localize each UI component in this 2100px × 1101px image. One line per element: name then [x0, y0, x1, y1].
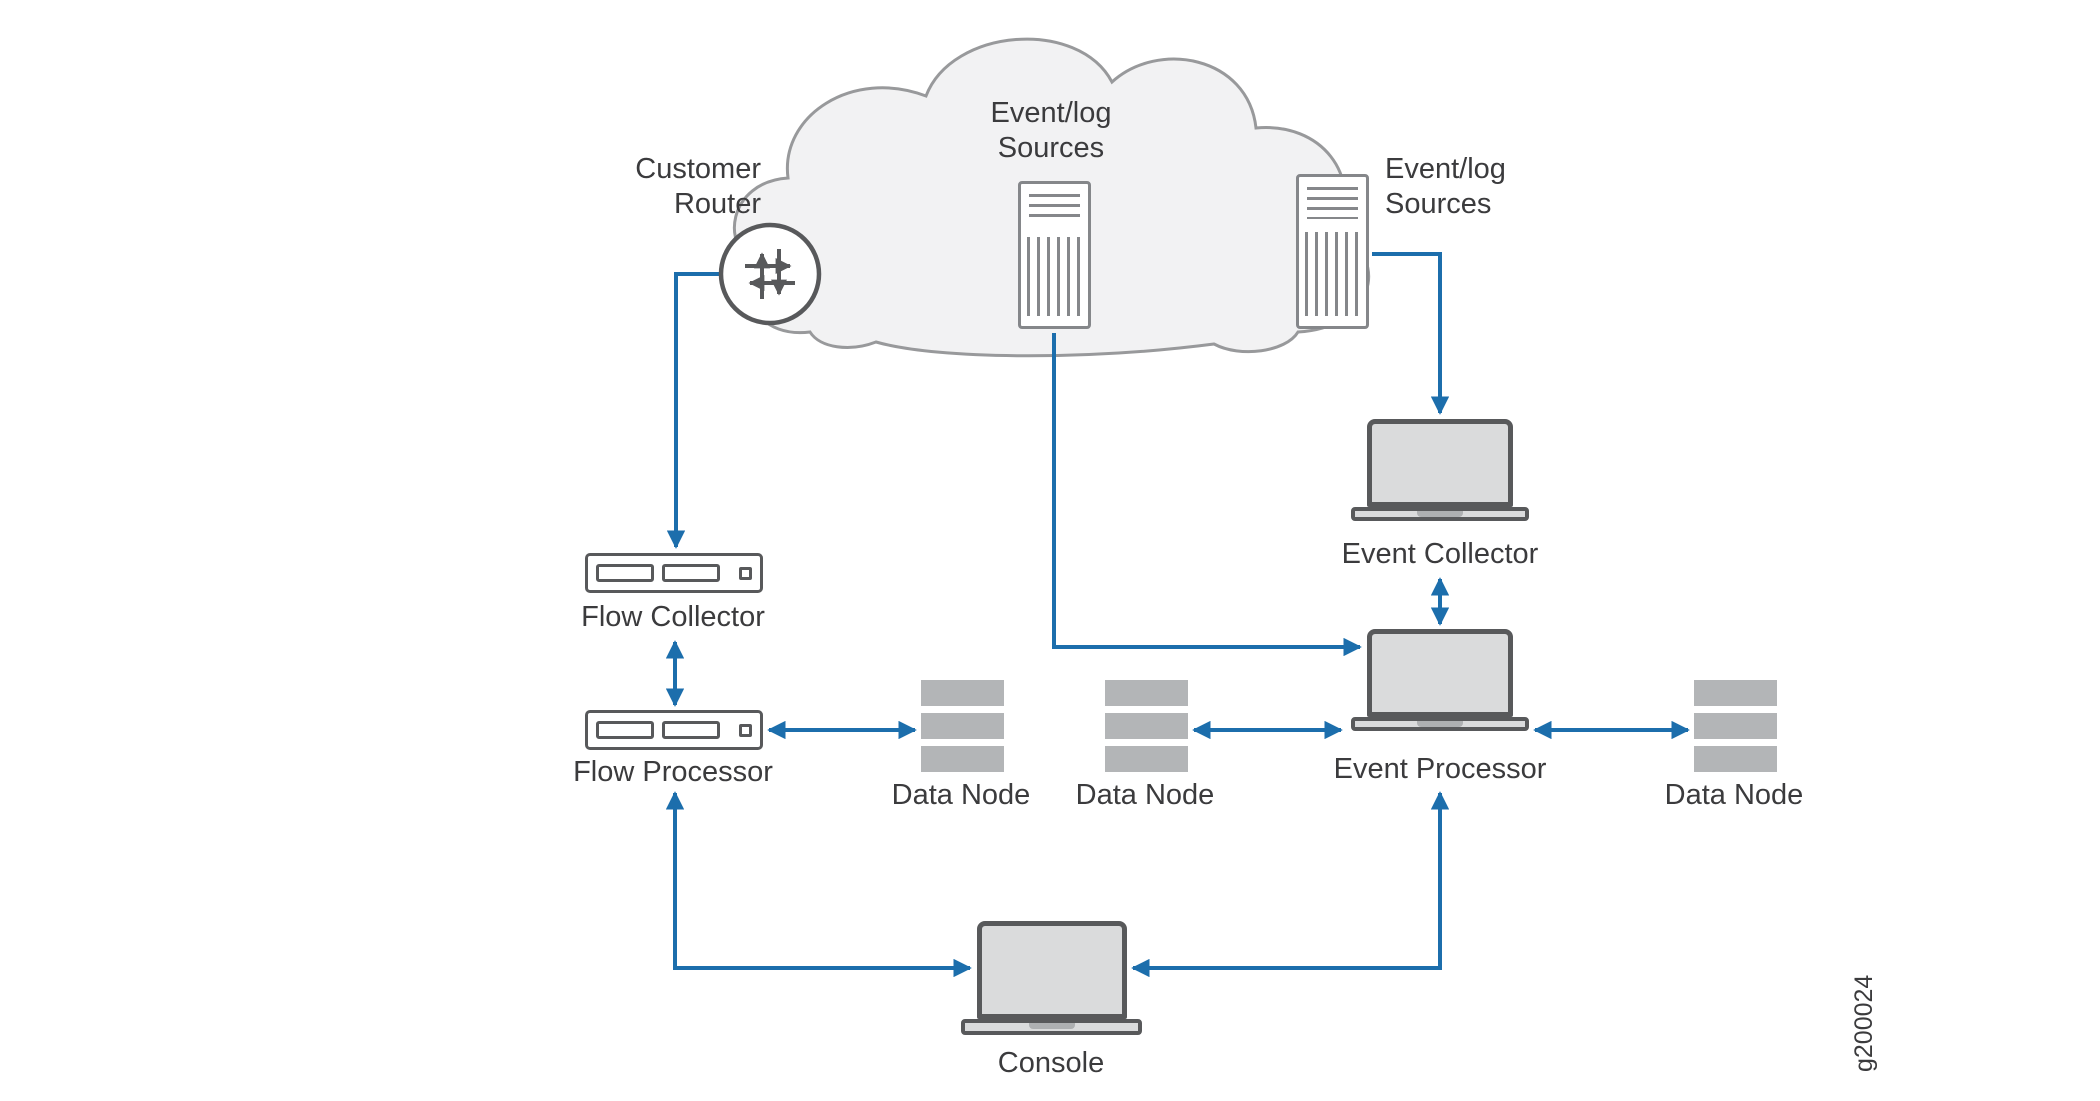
arrow-event-processor-console: [1131, 791, 1450, 978]
arrow-log-source-to-event-processor: [1052, 333, 1362, 657]
laptop-screen: [1367, 419, 1513, 507]
customer-router-label: Customer Router: [635, 153, 761, 221]
server-icon-event-log-sources-right: [1296, 174, 1369, 329]
data-node-bar: [1105, 680, 1188, 706]
data-node-bar: [921, 680, 1004, 706]
server-hlines: [1307, 187, 1358, 219]
flow-processor-label: Flow Processor: [573, 756, 773, 788]
data-node-bar: [1105, 713, 1188, 739]
flow-processor-icon: [585, 710, 763, 750]
data-node-left-label: Data Node: [891, 779, 1031, 811]
rack-slot: [596, 564, 654, 582]
event-collector-icon: [1351, 419, 1529, 521]
arrow-log-source-to-event-collector: [1372, 252, 1450, 415]
data-node-bar: [1694, 680, 1777, 706]
event-processor-icon: [1351, 629, 1529, 731]
laptop-screen: [976, 921, 1127, 1019]
flow-collector-icon: [585, 553, 763, 593]
laptop-base: [961, 1019, 1142, 1035]
rack-slot: [596, 721, 654, 739]
rack-slot: [662, 564, 720, 582]
event-processor-label: Event Processor: [1333, 753, 1547, 785]
rack-led: [739, 566, 752, 580]
console-icon: [961, 921, 1142, 1035]
data-node-right-icon: [1694, 680, 1777, 772]
rack-led: [739, 723, 752, 737]
figure-id: g200024: [1850, 974, 1878, 1072]
arrow-flow-processor-console: [665, 791, 972, 978]
arrow-router-to-flow-collector: [666, 272, 719, 549]
event-collector-label: Event Collector: [1341, 538, 1539, 570]
data-node-bar: [1105, 746, 1188, 772]
console-label: Console: [997, 1047, 1105, 1079]
laptop-notch: [1417, 721, 1463, 727]
event-log-sources-right-label: Event/log Sources: [1385, 153, 1506, 221]
rack-slot: [662, 721, 720, 739]
flow-collector-label: Flow Collector: [581, 601, 765, 633]
data-node-left-icon: [921, 680, 1004, 772]
data-node-bar: [921, 746, 1004, 772]
laptop-screen: [1367, 629, 1513, 717]
server-vlines: [1305, 232, 1360, 316]
laptop-notch: [1417, 511, 1463, 517]
laptop-notch: [1028, 1023, 1075, 1029]
server-icon-event-log-sources-center: [1018, 181, 1091, 329]
server-hlines: [1029, 193, 1080, 224]
data-node-right-label: Data Node: [1664, 779, 1804, 811]
data-node-bar: [1694, 713, 1777, 739]
router-icon: [718, 222, 822, 326]
laptop-base: [1351, 507, 1529, 521]
server-vlines: [1027, 236, 1082, 317]
data-node-bar: [921, 713, 1004, 739]
data-node-center-label: Data Node: [1075, 779, 1215, 811]
data-node-center-icon: [1105, 680, 1188, 772]
laptop-base: [1351, 717, 1529, 731]
event-log-sources-center-label: Event/log Sources: [990, 97, 1112, 165]
data-node-bar: [1694, 746, 1777, 772]
